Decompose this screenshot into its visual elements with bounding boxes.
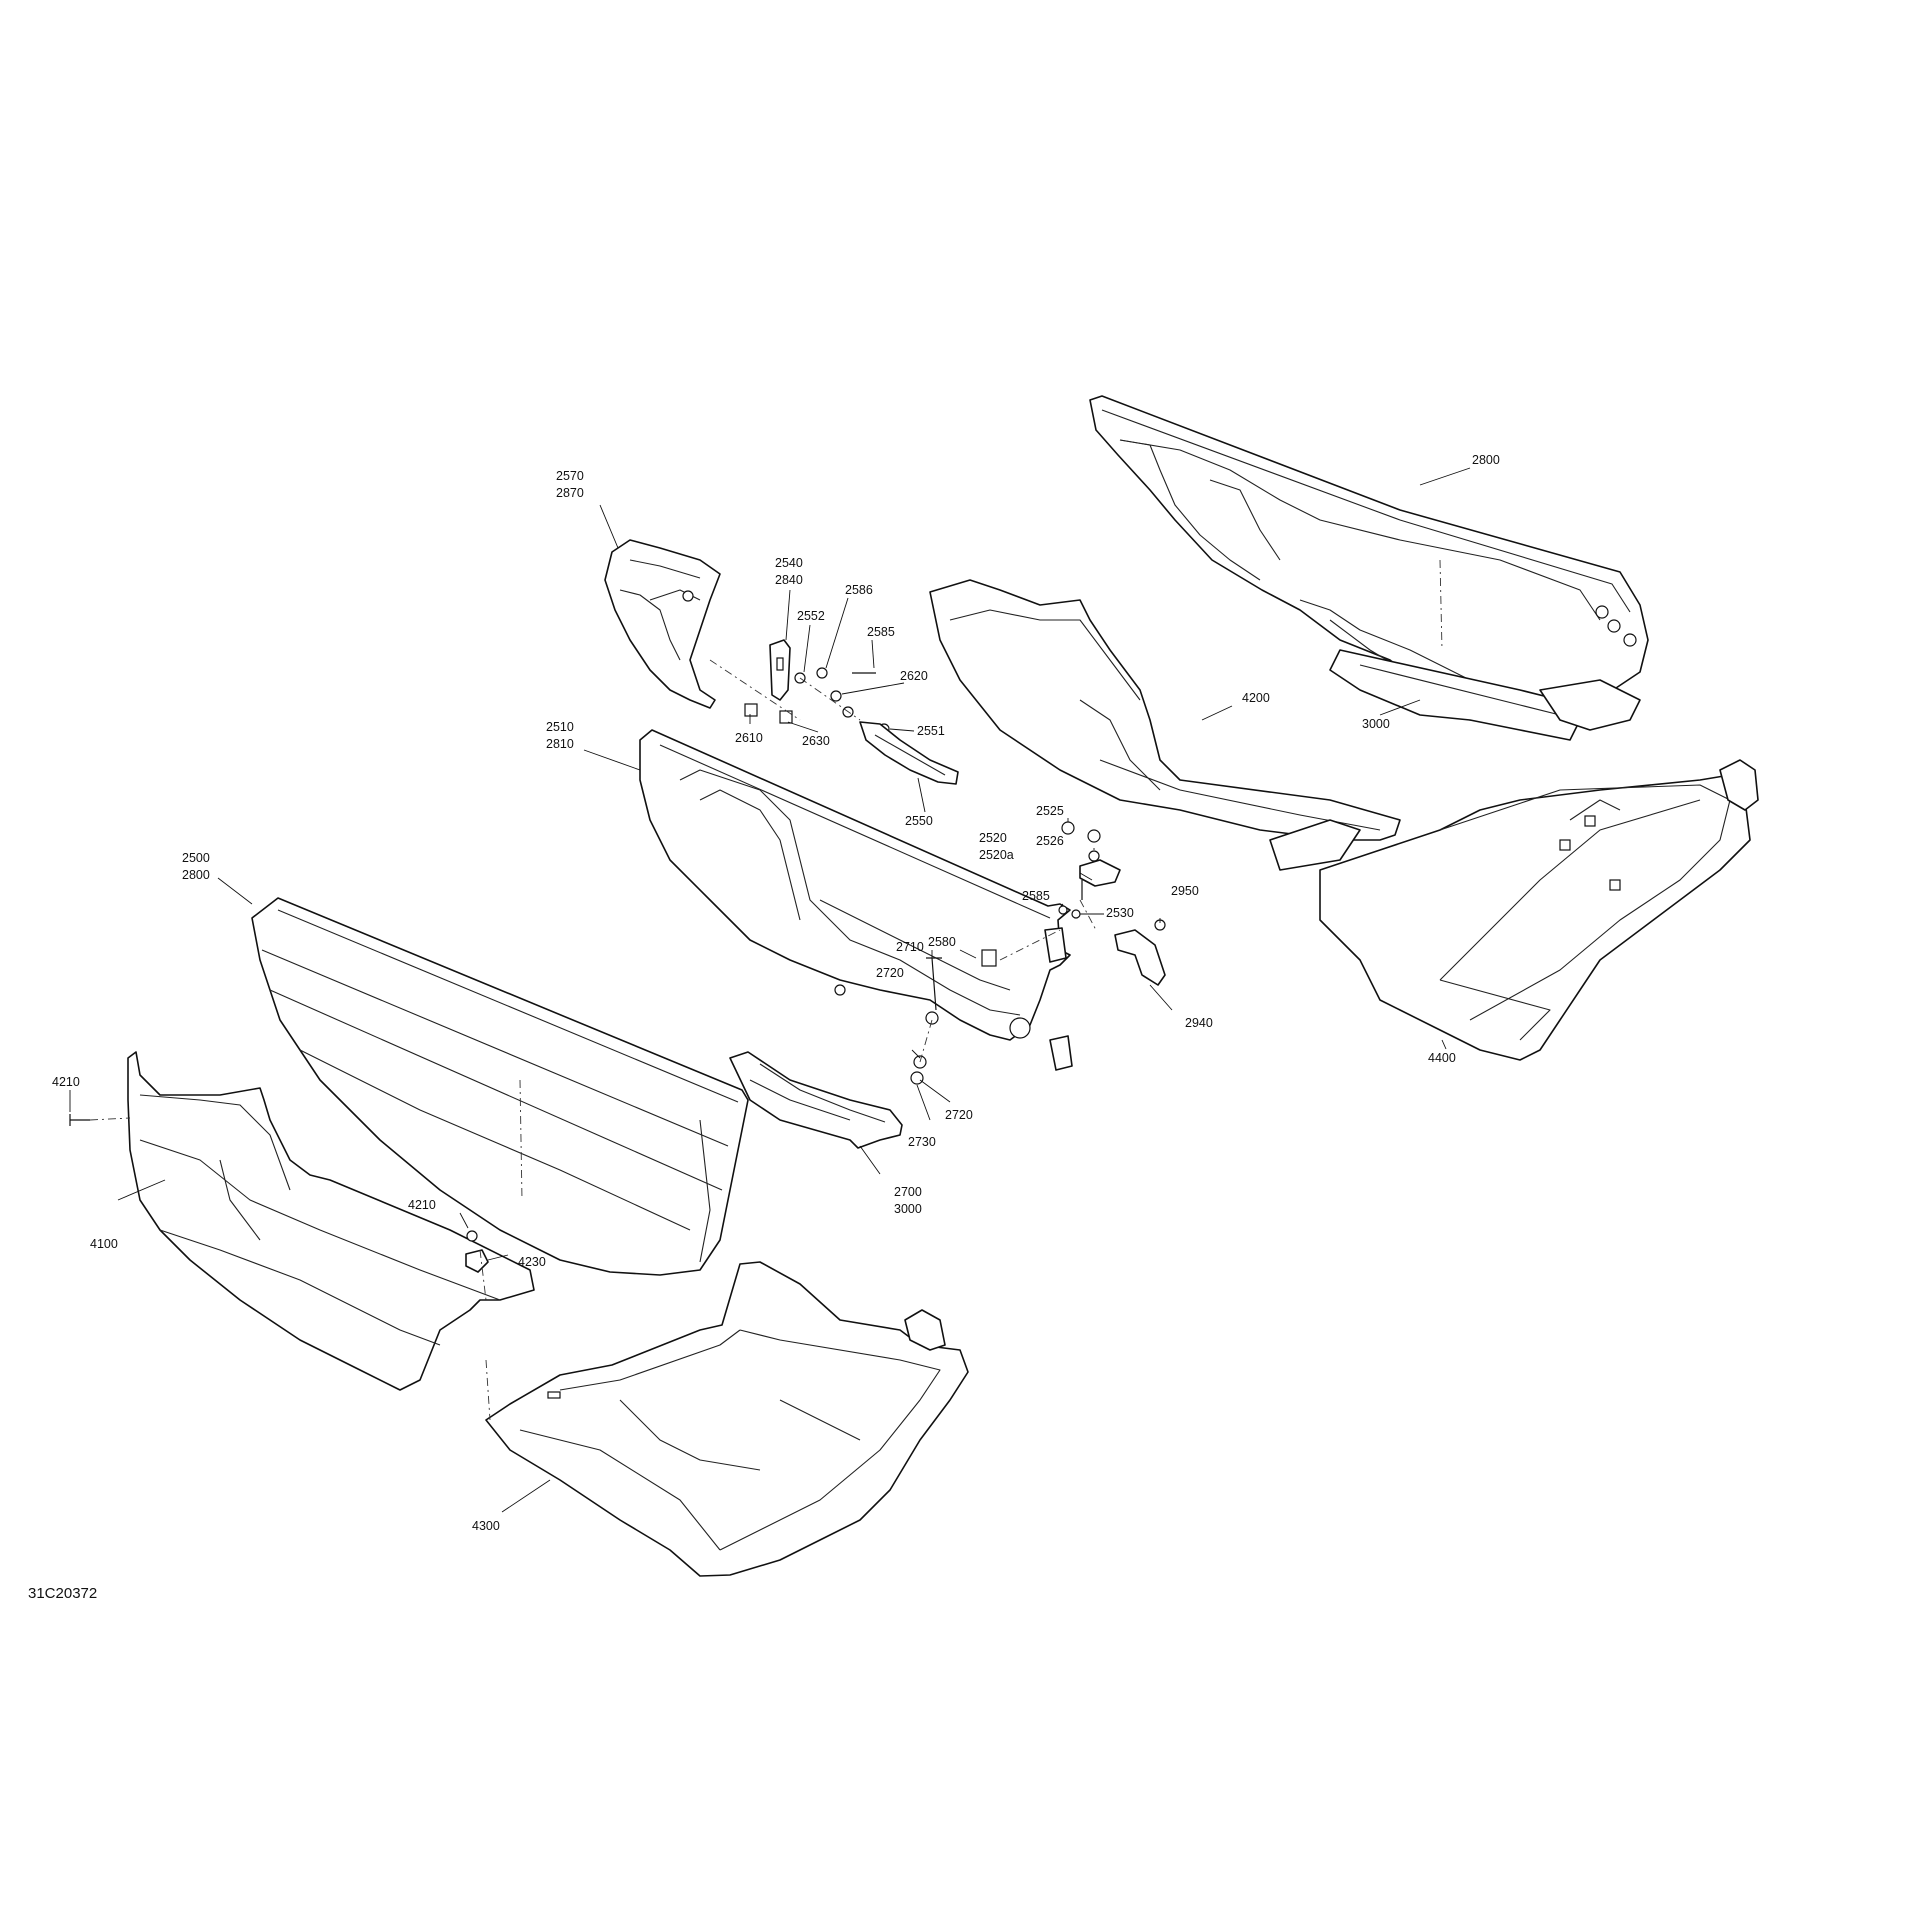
part-2700-trim-strip: [729, 1051, 903, 1149]
part-2580-small-hardware: [910, 949, 997, 1085]
part-3000-door-support: [1329, 649, 1641, 741]
callout-2620: 2620: [900, 669, 928, 683]
callout-4210-center: 4210: [408, 1198, 436, 1212]
figure-id: 31C20372: [28, 1585, 97, 1602]
callout-2530: 2530: [1106, 906, 1134, 920]
part-2940-bracket: [1114, 919, 1166, 986]
callout-2525: 2525: [1036, 804, 1064, 818]
callout-4210-left: 4210: [52, 1075, 80, 1089]
callout-2550: 2550: [905, 814, 933, 828]
callout-2810: 2810: [546, 737, 574, 751]
callout-2586: 2586: [845, 583, 873, 597]
callout-2710: 2710: [896, 940, 924, 954]
callout-2730: 2730: [908, 1135, 936, 1149]
part-4210-4230-fasteners: [69, 1114, 489, 1273]
callout-2570: 2570: [556, 469, 584, 483]
callout-2840: 2840: [775, 573, 803, 587]
callout-2800-lower: 2800: [182, 868, 210, 882]
part-2520-hinge-hardware: [1058, 821, 1121, 919]
callout-2870: 2870: [556, 486, 584, 500]
part-2570-upper-bracket: [604, 539, 721, 709]
callout-2526: 2526: [1036, 834, 1064, 848]
callout-2520: 2520: [979, 831, 1007, 845]
callout-2510: 2510: [546, 720, 574, 734]
callout-2720-upper: 2720: [876, 966, 904, 980]
callout-2540: 2540: [775, 556, 803, 570]
callout-3000-upper: 3000: [1362, 717, 1390, 731]
callout-4300: 4300: [472, 1519, 500, 1533]
callout-2585-upper: 2585: [867, 625, 895, 639]
callout-2585-lower: 2585: [1022, 889, 1050, 903]
callout-2500: 2500: [182, 851, 210, 865]
callout-3000-lower: 3000: [894, 1202, 922, 1216]
callout-2700: 2700: [894, 1185, 922, 1199]
part-2500-door-panel: [251, 897, 749, 1276]
callout-2552: 2552: [797, 609, 825, 623]
callout-4100: 4100: [90, 1237, 118, 1251]
callout-2551: 2551: [917, 724, 945, 738]
part-4100-lower-panel: [127, 1051, 535, 1391]
callout-2940: 2940: [1185, 1016, 1213, 1030]
assembly-centerlines: [89, 559, 1443, 1421]
callout-4200: 4200: [1242, 691, 1270, 705]
callout-4230: 4230: [518, 1255, 546, 1269]
callout-2630: 2630: [802, 734, 830, 748]
callout-2520a: 2520a: [979, 848, 1014, 862]
callout-2610: 2610: [735, 731, 763, 745]
part-2540-latch-hardware: [744, 639, 890, 735]
part-4200-lower-panel: [929, 579, 1401, 871]
callout-labels: 2570 2870 2540 2840 2552 2586 2585 2620 …: [52, 453, 1500, 1533]
callout-2720-lower: 2720: [945, 1108, 973, 1122]
callout-2580: 2580: [928, 935, 956, 949]
part-2510-door-frame: [639, 729, 1073, 1071]
callout-4400: 4400: [1428, 1051, 1456, 1065]
callout-2800-upper: 2800: [1472, 453, 1500, 467]
part-4300-floor-tray: [485, 1261, 969, 1577]
leader-lines: [69, 467, 1471, 1513]
part-2550-door-strap: [859, 721, 959, 785]
part-4400-floor-tray: [1319, 759, 1759, 1061]
callout-2950: 2950: [1171, 884, 1199, 898]
